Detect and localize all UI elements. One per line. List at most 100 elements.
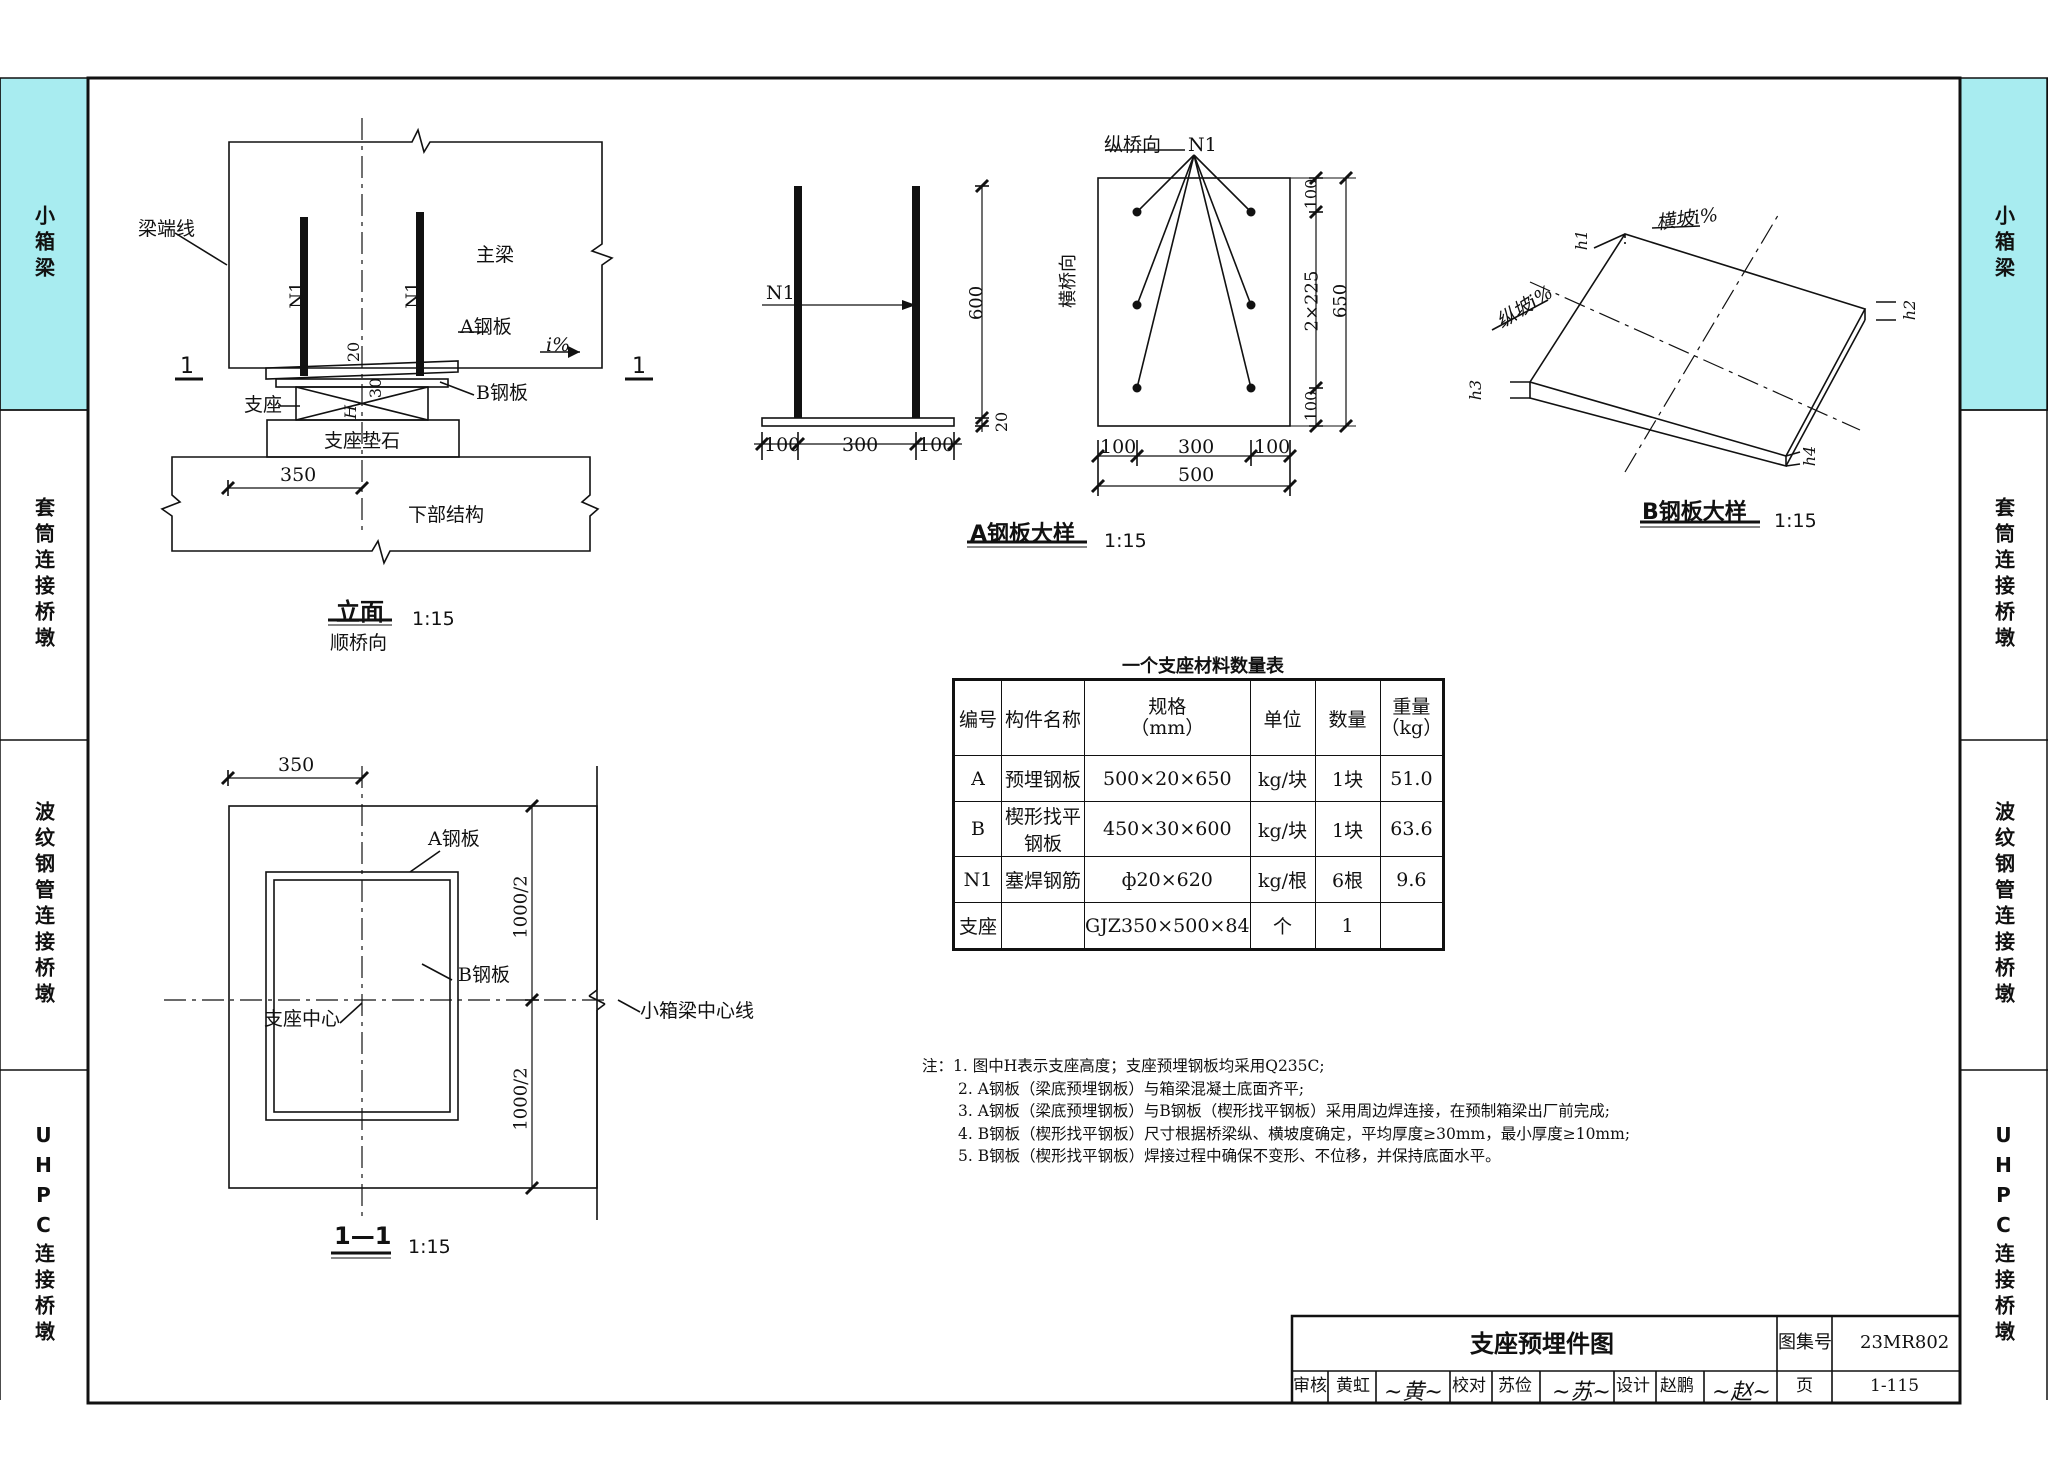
table-cell: kg/块 — [1249, 755, 1316, 802]
plate-a-label: A钢板 — [460, 316, 512, 338]
dim-350: 350 — [280, 464, 317, 486]
substructure-label: 下部结构 — [408, 504, 485, 526]
designer-signature: ~赵~ — [1712, 1380, 1771, 1405]
dim-100-bottom: 100 — [1301, 390, 1321, 422]
check-label: 校对 — [1452, 1376, 1486, 1396]
table-cell: 1块 — [1314, 755, 1381, 802]
table-cell: 楔形找平钢板 — [1001, 801, 1085, 857]
side-tab-left-4[interactable]: UHPC连接桥墩 — [0, 1070, 88, 1400]
table-cell: 预埋钢板 — [1001, 755, 1085, 802]
h3-label: h3 — [1466, 379, 1486, 401]
side-tab-right-4[interactable]: UHPC连接桥墩 — [1960, 1070, 2048, 1400]
dim-100-left: 100 — [764, 434, 801, 456]
table-cell: 9.6 — [1379, 856, 1445, 903]
h2-label: h2 — [1900, 299, 1920, 321]
side-tab-label: UHPC连接桥墩 — [31, 1123, 56, 1347]
note-line: 5. B钢板（楔形找平钢板）焊接过程中确保不变形、不位移，并保持底面水平。 — [958, 1147, 1501, 1165]
beam-end-line-label: 梁端线 — [138, 218, 196, 240]
design-label: 设计 — [1616, 1376, 1650, 1396]
rebar-n1-label: N1 — [286, 281, 308, 309]
bearing-label: 支座 — [244, 394, 283, 416]
h1-label: h1 — [1572, 229, 1592, 251]
plate-b-scale: 1:15 — [1774, 510, 1817, 532]
girder-centerline-label: 小箱梁中心线 — [640, 1000, 755, 1022]
dim-100-top: 100 — [1301, 178, 1321, 210]
dim-650: 650 — [1330, 283, 1352, 319]
side-tab-left-2[interactable]: 套筒连接桥墩 — [0, 410, 88, 740]
table-cell: 1块 — [1314, 801, 1381, 857]
dim-600: 600 — [966, 285, 988, 321]
plate-a-scale: 1:15 — [1104, 530, 1147, 552]
side-tab-left-3[interactable]: 波纹钢管连接桥墩 — [0, 740, 88, 1070]
note-line: 注：1. 图中H表示支座高度；支座预埋钢板均采用Q235C; — [922, 1057, 1325, 1075]
review-label: 审核 — [1293, 1376, 1327, 1396]
table-row: A 预埋钢板 500×20×650 kg/块 1块 51.0 — [953, 755, 1445, 802]
dim-500: 500 — [1178, 464, 1215, 486]
plate-b-label: B钢板 — [458, 964, 510, 986]
side-tab-left-1[interactable]: 小箱梁 — [0, 78, 88, 410]
table-row: B 楔形找平钢板 450×30×600 kg/块 1块 63.6 — [953, 801, 1445, 857]
table-row: 支座 GJZ350×500×84 个 1 — [953, 902, 1445, 950]
table-cell — [1001, 902, 1085, 950]
header-cell: 编号 — [953, 679, 1002, 756]
dim-1000-half-bottom: 1000/2 — [510, 1067, 532, 1131]
side-tab-label: 波纹钢管连接桥墩 — [31, 801, 56, 1009]
table-cell: 支座 — [953, 902, 1002, 950]
material-table-title: 一个支座材料数量表 — [1122, 656, 1284, 677]
plate-b-title: B钢板大样 — [1642, 500, 1747, 525]
dim-100-right: 100 — [918, 434, 955, 456]
h4-label: h4 — [1800, 445, 1820, 467]
bearing-pad-label: 支座垫石 — [324, 430, 401, 452]
dim-20: 20 — [992, 411, 1012, 433]
side-tab-right-1[interactable]: 小箱梁 — [1960, 78, 2048, 410]
slope-label: i% — [546, 334, 571, 356]
reviewer-signature: ~黄~ — [1384, 1380, 1443, 1405]
checker-name: 苏俭 — [1498, 1376, 1532, 1396]
reviewer-name: 黄虹 — [1336, 1376, 1370, 1396]
designer-name: 赵鹏 — [1660, 1376, 1694, 1396]
side-tab-label: 套筒连接桥墩 — [31, 497, 56, 653]
table-cell: 450×30×600 — [1084, 801, 1251, 857]
elevation-subtitle: 顺桥向 — [330, 632, 388, 654]
table-cell: 51.0 — [1379, 755, 1445, 802]
header-cell: 构件名称 — [1001, 679, 1085, 756]
note-line: 3. A钢板（梁底预埋钢板）与B钢板（楔形找平钢板）采用周边焊连接，在预制箱梁出… — [958, 1102, 1611, 1120]
header-cell: 数量 — [1314, 679, 1381, 756]
table-cell: N1 — [953, 856, 1002, 903]
header-cell: 单位 — [1249, 679, 1316, 756]
note-line: 2. A钢板（梁底预埋钢板）与箱梁混凝土底面齐平; — [958, 1079, 1305, 1098]
plate-b-label: B钢板 — [476, 382, 528, 404]
header-cell: 规格 （mm） — [1084, 679, 1251, 756]
rebar-n1-label: N1 — [1188, 134, 1217, 156]
table-cell: 500×20×650 — [1084, 755, 1251, 802]
longitudinal-label: 纵桥向 — [1104, 134, 1162, 156]
page-label: 页 — [1796, 1376, 1813, 1396]
table-row: N1 塞焊钢筋 ф20×620 kg/根 6根 9.6 — [953, 856, 1445, 903]
side-tab-right-3[interactable]: 波纹钢管连接桥墩 — [1960, 740, 2048, 1070]
drawing-title: 支座预埋件图 — [1470, 1329, 1614, 1358]
section-mark-left: 1 — [180, 354, 194, 379]
side-tab-right-2[interactable]: 套筒连接桥墩 — [1960, 410, 2048, 740]
header-cell: 重量 （kg） — [1379, 679, 1445, 756]
table-cell: 63.6 — [1379, 801, 1445, 857]
material-table: 编号 构件名称 规格 （mm） 单位 数量 重量 （kg） A 预埋钢板 500… — [952, 678, 1446, 951]
side-tab-label: 波纹钢管连接桥墩 — [1991, 801, 2016, 1009]
dim-100-right: 100 — [1254, 436, 1291, 458]
table-cell: kg/块 — [1249, 801, 1316, 857]
elevation-title: 立面 — [336, 598, 384, 626]
table-header-row: 编号 构件名称 规格 （mm） 单位 数量 重量 （kg） — [953, 679, 1445, 756]
atlas-label: 图集号 — [1778, 1332, 1832, 1353]
bearing-center-label: 支座中心 — [264, 1008, 341, 1030]
dim-2x225: 2×225 — [1301, 270, 1323, 332]
notes: 注：1. 图中H表示支座高度；支座预埋钢板均采用Q235C; 2. A钢板（梁底… — [922, 1055, 1630, 1168]
table-cell: GJZ350×500×84 — [1084, 902, 1251, 950]
dim-1000-half-top: 1000/2 — [510, 875, 532, 939]
section-mark-right: 1 — [632, 354, 646, 379]
rebar-n1-label: N1 — [402, 281, 424, 309]
elevation-scale: 1:15 — [412, 608, 455, 630]
table-cell: 塞焊钢筋 — [1001, 856, 1085, 903]
note-line: 4. B钢板（楔形找平钢板）尺寸根据桥梁纵、横坡度确定，平均厚度≥30mm，最小… — [958, 1124, 1631, 1143]
atlas-number: 23MR802 — [1860, 1332, 1950, 1353]
section-title: 1—1 — [334, 1222, 392, 1250]
